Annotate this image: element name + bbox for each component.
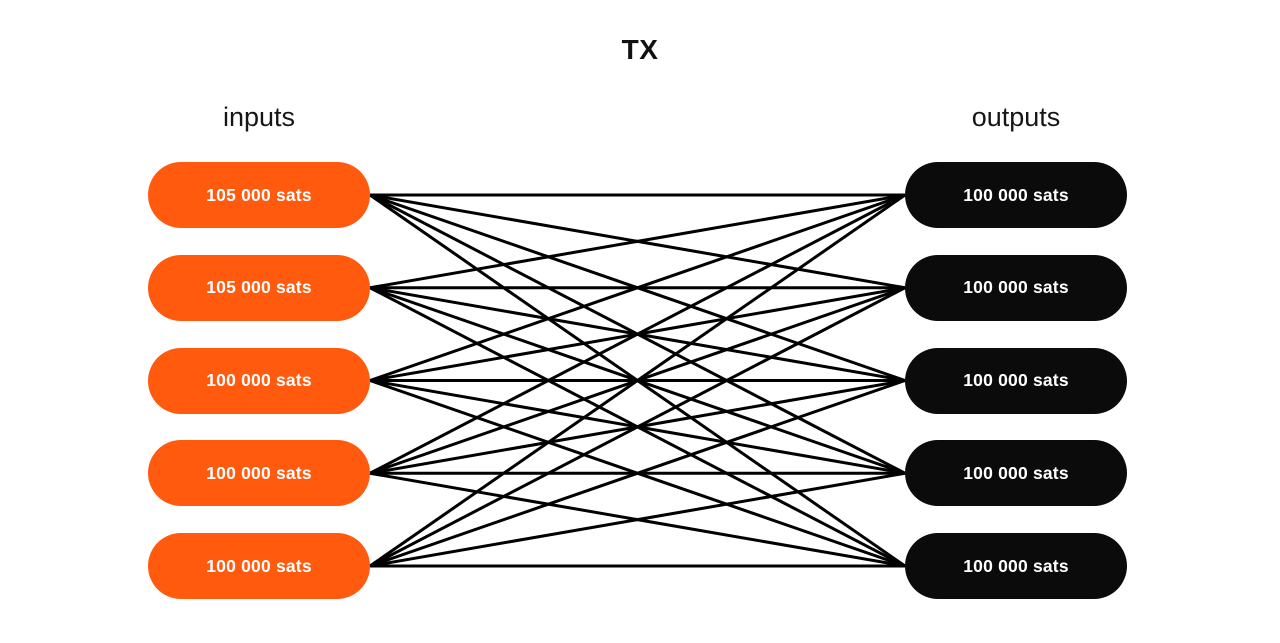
output-pill-label: 100 000 sats xyxy=(963,555,1069,576)
connection-line xyxy=(369,193,906,475)
output-pill-label: 100 000 sats xyxy=(963,184,1069,205)
output-pill-label: 100 000 sats xyxy=(963,370,1069,390)
input-pill: 100 000 sats xyxy=(148,347,370,414)
output-pill: 100 000 sats xyxy=(905,254,1127,321)
input-pill-label: 100 000 sats xyxy=(206,555,312,576)
output-pill-label: 100 000 sats xyxy=(963,277,1069,298)
input-pill: 100 000 sats xyxy=(148,440,370,507)
input-pill-label: 105 000 sats xyxy=(206,184,312,205)
input-pill-label: 105 000 sats xyxy=(206,277,312,298)
input-pill: 105 000 sats xyxy=(148,254,370,321)
outputs-column-label: outputs xyxy=(971,102,1061,132)
output-pill: 100 000 sats xyxy=(905,347,1127,414)
output-pill-label: 100 000 sats xyxy=(963,462,1069,483)
connection-line xyxy=(369,193,906,382)
output-pill: 100 000 sats xyxy=(905,533,1127,599)
output-pill: 100 000 sats xyxy=(905,440,1127,507)
connection-line xyxy=(369,193,906,290)
inputs-column-label: inputs xyxy=(222,102,296,132)
input-pill: 105 000 sats xyxy=(148,162,370,228)
connection-line xyxy=(369,471,906,568)
input-pill-label: 100 000 sats xyxy=(206,370,312,390)
input-pill-label: 100 000 sats xyxy=(206,462,312,483)
input-pill: 100 000 sats xyxy=(148,533,370,599)
connection-line xyxy=(369,379,906,568)
output-pill: 100 000 sats xyxy=(905,162,1127,228)
diagram-title: TX xyxy=(621,34,659,65)
connection-line xyxy=(369,286,906,568)
connection-line xyxy=(369,193,906,568)
